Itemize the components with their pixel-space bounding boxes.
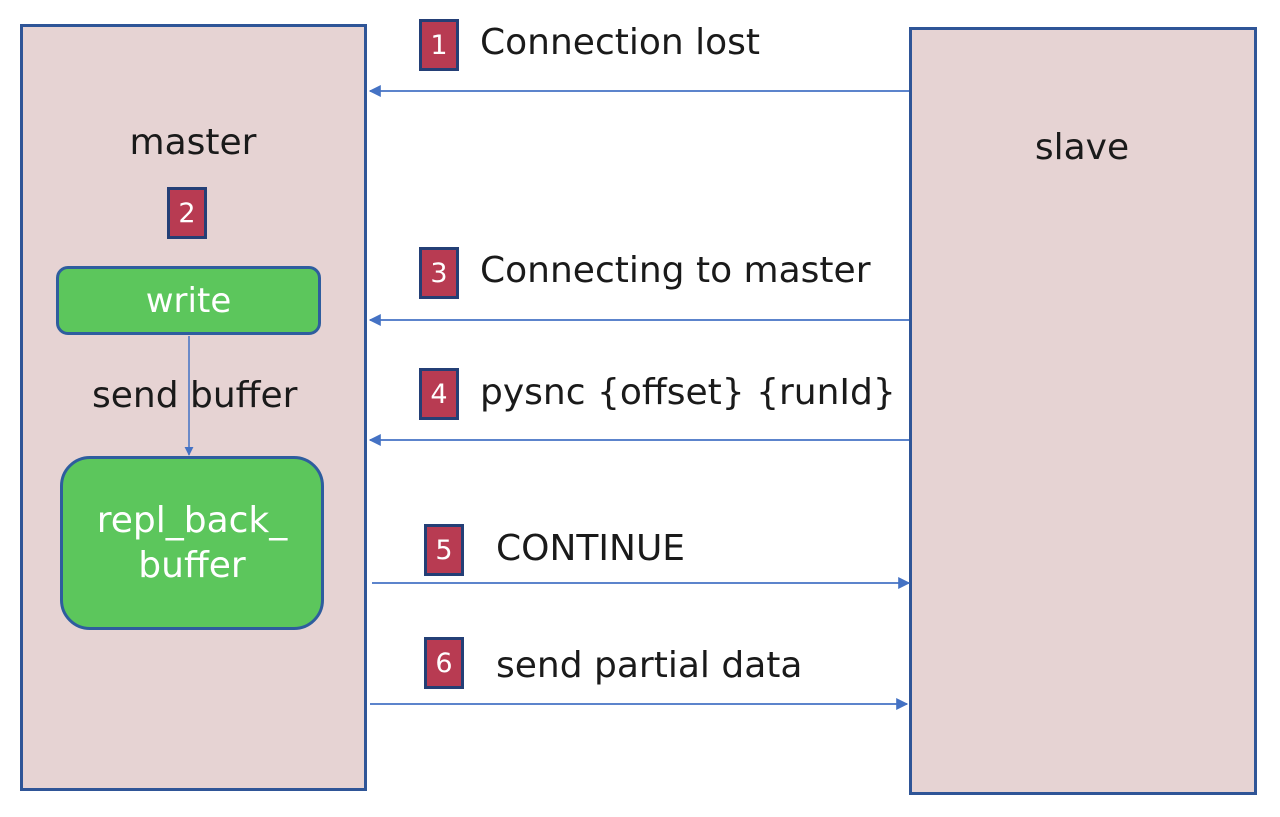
slave-lifeline-box [909, 27, 1257, 795]
step-badge-6: 6 [424, 637, 464, 689]
master-title: master [129, 122, 257, 163]
step-badge-1: 1 [419, 19, 459, 71]
message-label-4: pysnc {offset} {runId} [480, 372, 896, 413]
send-buffer-label: send buffer [92, 375, 298, 416]
step-badge-3: 3 [419, 247, 459, 299]
repl-back-buffer-box: repl_back_ buffer [60, 456, 324, 630]
buffer-line-2: buffer [138, 545, 246, 586]
step-badge-4: 4 [419, 368, 459, 420]
message-label-5: CONTINUE [496, 528, 686, 569]
step-badge-2: 2 [167, 187, 207, 239]
message-label-6: send partial data [496, 645, 803, 686]
step-badge-5: 5 [424, 524, 464, 576]
message-label-3: Connecting to master [480, 250, 871, 291]
slave-title: slave [1034, 127, 1130, 168]
master-lifeline-box [20, 24, 367, 791]
message-label-1: Connection lost [480, 22, 761, 63]
buffer-line-1: repl_back_ [96, 500, 288, 541]
write-box: write [56, 266, 321, 335]
